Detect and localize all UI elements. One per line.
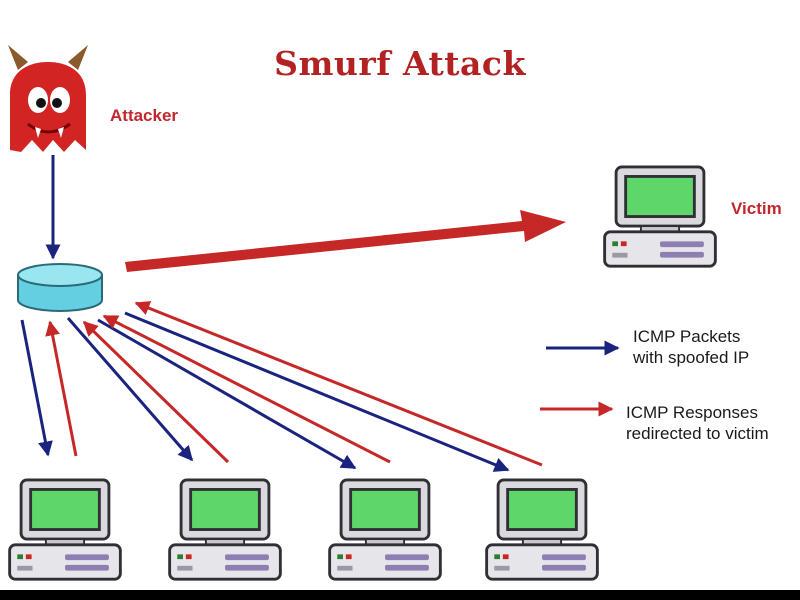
- diagram-title: Smurf Attack: [274, 44, 526, 83]
- red-arrow-2: [82, 320, 230, 464]
- red-arrow-3: [102, 314, 391, 464]
- network-router-icon: [17, 263, 103, 312]
- bottom-black-bar: [0, 590, 800, 600]
- computer-icon-4: [485, 478, 599, 581]
- red-arrow-1: [45, 320, 78, 457]
- legend-responses-text: ICMP Responses redirected to victim: [626, 402, 769, 444]
- legend-packets-text: ICMP Packets with spoofed IP: [633, 326, 749, 368]
- blue-arrow-4: [124, 311, 510, 472]
- blue-arrow-1: [20, 319, 53, 457]
- red-arrow-4: [134, 301, 543, 467]
- victim-computer-icon: [603, 165, 717, 268]
- legend-responses-line2: redirected to victim: [626, 424, 769, 443]
- blue-arrow-2: [66, 317, 194, 462]
- computer-icon-2: [168, 478, 282, 581]
- legend-packets-line2: with spoofed IP: [633, 348, 750, 367]
- red-devil-icon: [8, 45, 88, 152]
- victim-label: Victim: [731, 199, 782, 218]
- legend-packets-line1: ICMP Packets: [633, 327, 741, 346]
- legend-responses-line1: ICMP Responses: [626, 403, 758, 422]
- attacker-label: Attacker: [110, 106, 179, 125]
- router-to-victim-arrow: [125, 210, 566, 272]
- blue-arrow-3: [97, 318, 357, 470]
- computer-icon-3: [328, 478, 442, 581]
- computer-icon-1: [8, 478, 122, 581]
